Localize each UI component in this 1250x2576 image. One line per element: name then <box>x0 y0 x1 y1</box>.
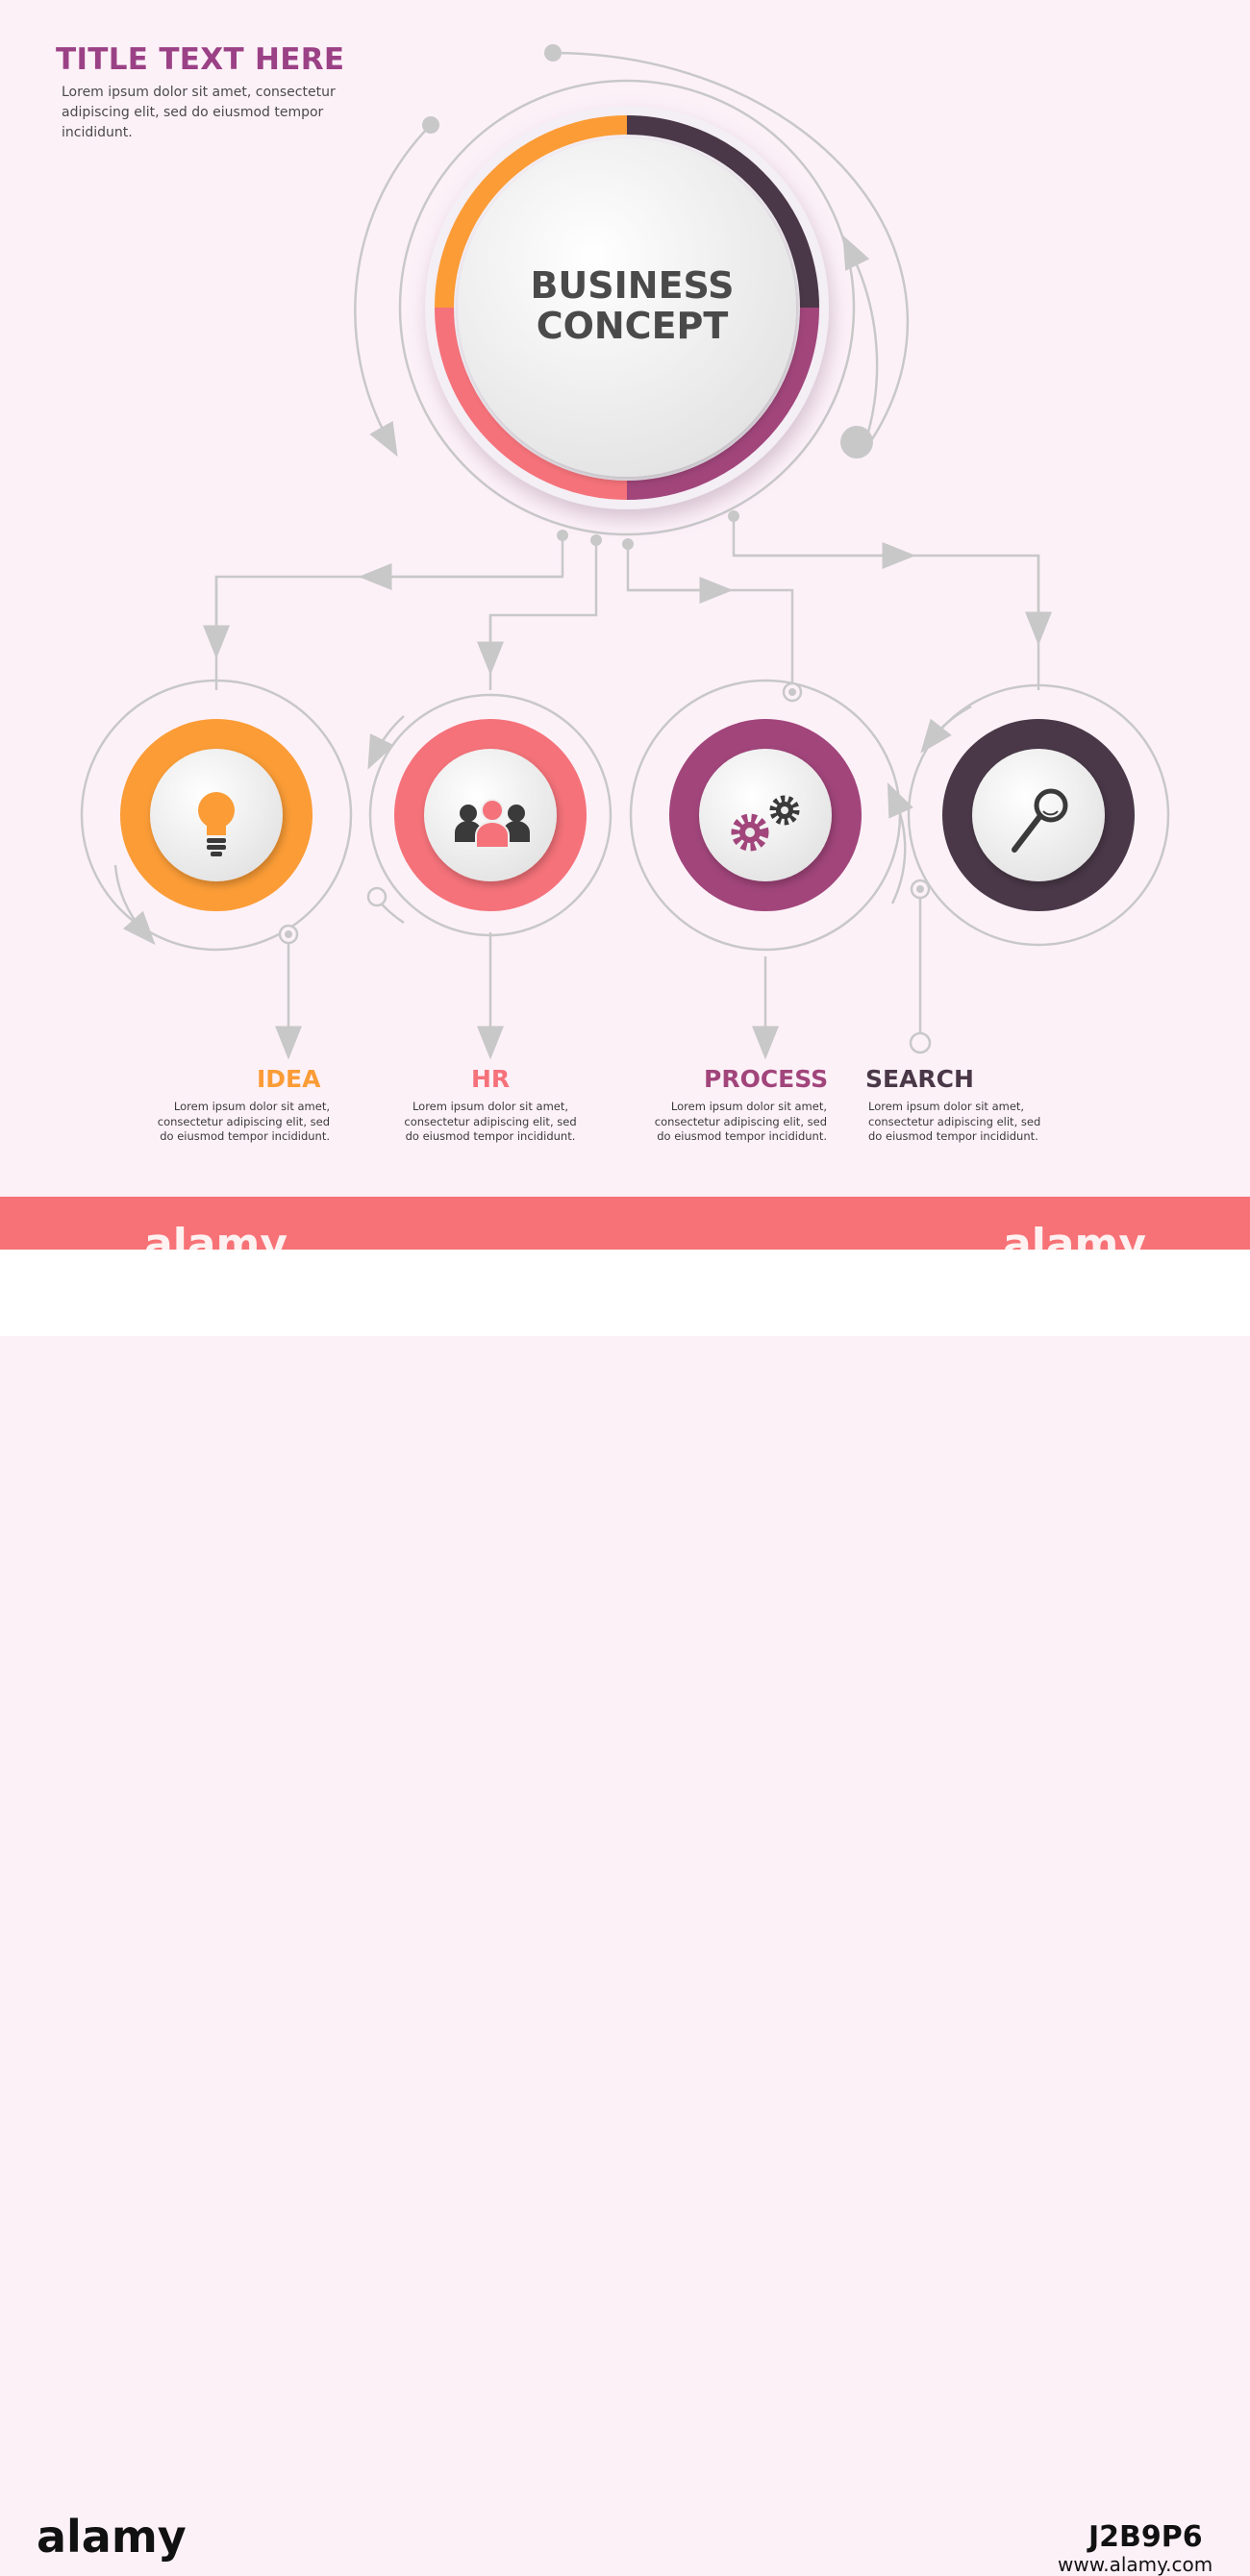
hub-disc <box>458 138 796 477</box>
step-label-hr: HR <box>471 1065 511 1093</box>
step-process <box>629 679 913 1060</box>
page-title: TITLE TEXT HERE <box>56 42 345 77</box>
hub-node-right <box>840 426 873 458</box>
stock-logo: alamy <box>37 2511 187 2563</box>
stock-footer: alamy J2B9P6 www.alamy.com <box>0 1250 1250 2576</box>
stock-url: www.alamy.com <box>1058 2553 1213 2576</box>
intro-text: Lorem ipsum dolor sit amet, consectetur … <box>62 85 336 140</box>
step-label-search: SEARCH <box>865 1065 974 1093</box>
footer-band: alamy alamy <box>0 1197 1250 1269</box>
step-search <box>907 683 1170 1054</box>
hub-label: BUSINESS CONCEPT <box>486 265 779 346</box>
hub-label-line1: BUSINESS <box>530 264 735 307</box>
step-desc-hr: Lorem ipsum dolor sit amet, consectetur … <box>404 1100 577 1143</box>
image-code: J2B9P6 <box>1088 2520 1203 2554</box>
step-desc-search: Lorem ipsum dolor sit amet, consectetur … <box>868 1100 1041 1143</box>
hub-ring-segment-purple <box>626 307 819 500</box>
hub-label-line2: CONCEPT <box>536 305 729 347</box>
step-desc-idea: Lorem ipsum dolor sit amet, consectetur … <box>157 1100 330 1143</box>
hub-right-arc <box>842 235 879 443</box>
step-label-process: PROCESS <box>704 1065 829 1093</box>
step-label-idea: IDEA <box>257 1065 321 1093</box>
step-idea <box>80 679 353 1060</box>
lightbulb-icon <box>198 792 235 856</box>
connectors <box>203 515 1052 690</box>
hub-node-top <box>544 44 562 62</box>
step-hr <box>366 693 612 1060</box>
hub-node-left <box>422 116 439 134</box>
hub-outer-arc-left <box>354 124 432 458</box>
central-hub <box>354 51 910 536</box>
hub-orbit <box>398 79 856 536</box>
step-desc-process: Lorem ipsum dolor sit amet, consectetur … <box>654 1100 827 1143</box>
magnifier-icon <box>1012 788 1068 853</box>
business-concept-diagram <box>80 44 1170 1060</box>
hub-ring-segment-orange <box>435 115 628 309</box>
hub-ring-segment-pink <box>435 307 628 500</box>
gears-icon <box>731 795 800 852</box>
hub-outer-arc <box>552 51 910 443</box>
people-icon <box>455 799 530 849</box>
hub-ring-segment-dark <box>626 115 819 309</box>
